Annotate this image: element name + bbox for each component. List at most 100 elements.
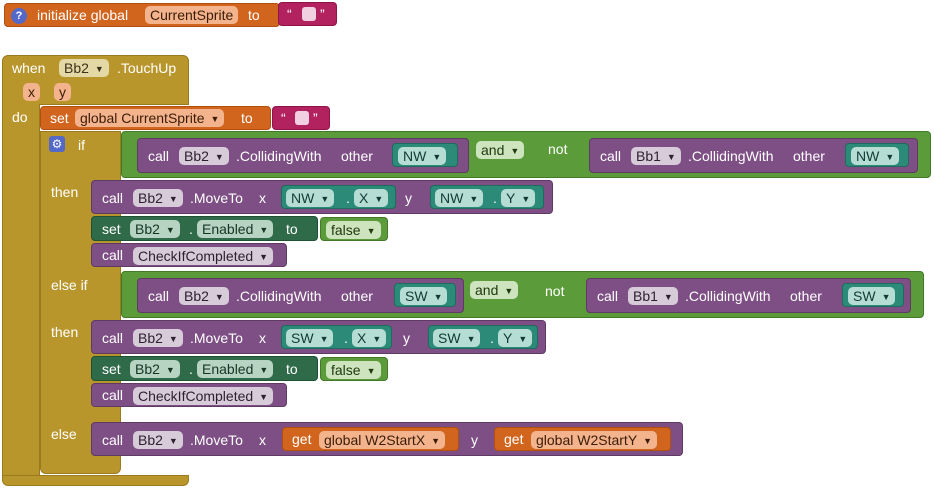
get-variable-block[interactable]: get global W2StartX▼ — [282, 427, 459, 451]
component-dropdown[interactable]: SW▼ — [400, 287, 448, 305]
property-dropdown[interactable]: Y▼ — [501, 189, 536, 207]
and-dropdown[interactable]: and▼ — [470, 281, 519, 299]
call-label: call — [102, 387, 124, 403]
x-label: x — [259, 432, 266, 448]
and-dropdown[interactable]: and▼ — [476, 141, 525, 159]
property-dropdown[interactable]: Y▼ — [498, 329, 533, 347]
component-dropdown[interactable]: NW▼ — [435, 189, 484, 207]
component-dropdown[interactable]: NW▼ — [286, 189, 335, 207]
property-dropdown[interactable]: X▼ — [354, 189, 389, 207]
call-label: call — [102, 247, 124, 263]
boolean-dropdown[interactable]: false▼ — [326, 361, 381, 379]
set-enabled-block[interactable]: set Bb2▼ . Enabled▼ to — [91, 216, 318, 241]
variable-dropdown[interactable]: global W2StartX▼ — [319, 431, 446, 449]
component-block[interactable]: SW▼ — [842, 283, 904, 307]
call-label: call — [597, 288, 619, 304]
dot-label: . — [346, 190, 350, 206]
boolean-block[interactable]: false▼ — [320, 357, 388, 381]
method-name: .MoveTo — [190, 330, 243, 346]
method-name: .CollidingWith — [685, 288, 771, 304]
call-procedure-block[interactable]: call CheckIfCompleted▼ — [91, 243, 287, 267]
quote-close: ” — [313, 110, 318, 126]
event-handler-block[interactable]: when Bb2▼ .TouchUp x y — [2, 55, 189, 105]
boolean-dropdown[interactable]: false▼ — [326, 221, 381, 239]
call-label: call — [102, 330, 124, 346]
initialize-global-block[interactable]: ? initialize global CurrentSprite to — [4, 3, 280, 27]
get-variable-block[interactable]: get global W2StartY▼ — [494, 427, 671, 451]
method-name: .CollidingWith — [688, 148, 774, 164]
call-label: call — [102, 432, 124, 448]
component-dropdown[interactable]: Bb1▼ — [631, 147, 681, 165]
else-if-label: else if — [51, 277, 88, 293]
component-dropdown[interactable]: Bb2▼ — [130, 220, 180, 238]
event-do-spine: do — [2, 104, 40, 476]
param-x[interactable]: x — [23, 83, 40, 101]
other-label: other — [341, 288, 373, 304]
empty-string-field[interactable] — [302, 7, 316, 21]
event-footer — [2, 475, 189, 486]
call-label: call — [148, 148, 170, 164]
component-getter-block[interactable]: NW▼ . X▼ — [281, 185, 396, 209]
to-label: to — [286, 221, 298, 237]
procedure-dropdown[interactable]: CheckIfCompleted▼ — [133, 247, 274, 265]
component-dropdown[interactable]: Bb2▼ — [179, 147, 229, 165]
call-label: call — [600, 148, 622, 164]
method-name: .MoveTo — [190, 432, 243, 448]
set-var-dropdown[interactable]: global CurrentSprite▼ — [75, 109, 225, 127]
other-label: other — [793, 148, 825, 164]
set-label: set — [102, 221, 121, 237]
set-global-block[interactable]: set global CurrentSprite▼ to — [40, 106, 271, 130]
event-component-dropdown[interactable]: Bb2▼ — [59, 59, 109, 77]
empty-string-field[interactable] — [295, 111, 309, 125]
dot-label: . — [189, 361, 193, 377]
x-label: x — [259, 330, 266, 346]
y-label: y — [403, 330, 410, 346]
empty-text-block[interactable]: “ ” — [272, 106, 330, 130]
component-block[interactable]: NW▼ — [845, 143, 909, 167]
component-dropdown[interactable]: Bb1▼ — [628, 287, 678, 305]
procedure-dropdown[interactable]: CheckIfCompleted▼ — [133, 387, 274, 405]
component-dropdown[interactable]: NW▼ — [851, 147, 900, 165]
component-dropdown[interactable]: Bb2▼ — [133, 189, 183, 207]
variable-dropdown[interactable]: global W2StartY▼ — [531, 431, 658, 449]
component-dropdown[interactable]: Bb2▼ — [130, 360, 180, 378]
not-label: not — [545, 283, 565, 299]
initialize-global-label: initialize global — [37, 7, 129, 23]
component-dropdown[interactable]: SW▼ — [848, 287, 896, 305]
quote-open: “ — [281, 110, 286, 126]
call-label: call — [148, 288, 170, 304]
get-label: get — [292, 431, 312, 447]
dot-label: . — [493, 190, 497, 206]
to-label: to — [248, 7, 260, 23]
call-label: call — [102, 190, 124, 206]
component-getter-block[interactable]: NW▼ . Y▼ — [430, 185, 544, 209]
do-label: do — [12, 109, 28, 125]
property-dropdown[interactable]: X▼ — [352, 329, 387, 347]
component-dropdown[interactable]: SW▼ — [286, 329, 334, 347]
component-dropdown[interactable]: SW▼ — [433, 329, 481, 347]
call-procedure-block[interactable]: call CheckIfCompleted▼ — [91, 383, 287, 407]
boolean-block[interactable]: false▼ — [320, 217, 388, 241]
other-label: other — [341, 148, 373, 164]
property-dropdown[interactable]: Enabled▼ — [197, 220, 274, 238]
dot-label: . — [344, 330, 348, 346]
param-y[interactable]: y — [54, 83, 71, 101]
not-label: not — [548, 141, 568, 157]
empty-text-block[interactable]: “ ” — [278, 2, 337, 26]
component-dropdown[interactable]: NW▼ — [398, 147, 447, 165]
component-getter-block[interactable]: SW▼ . X▼ — [281, 325, 392, 349]
component-dropdown[interactable]: Bb2▼ — [133, 329, 183, 347]
component-getter-block[interactable]: SW▼ . Y▼ — [428, 325, 538, 349]
component-dropdown[interactable]: Bb2▼ — [133, 431, 183, 449]
global-var-name-field[interactable]: CurrentSprite — [145, 6, 239, 24]
y-label: y — [405, 190, 412, 206]
component-dropdown[interactable]: Bb2▼ — [179, 287, 229, 305]
mutator-gear-icon[interactable]: ⚙ — [49, 136, 65, 152]
property-dropdown[interactable]: Enabled▼ — [197, 360, 274, 378]
help-icon[interactable]: ? — [11, 8, 27, 24]
component-block[interactable]: NW▼ — [392, 143, 458, 167]
component-block[interactable]: SW▼ — [394, 283, 456, 307]
set-enabled-block[interactable]: set Bb2▼ . Enabled▼ to — [91, 356, 318, 381]
then-label: then — [51, 184, 79, 200]
if-label: if — [78, 137, 85, 153]
